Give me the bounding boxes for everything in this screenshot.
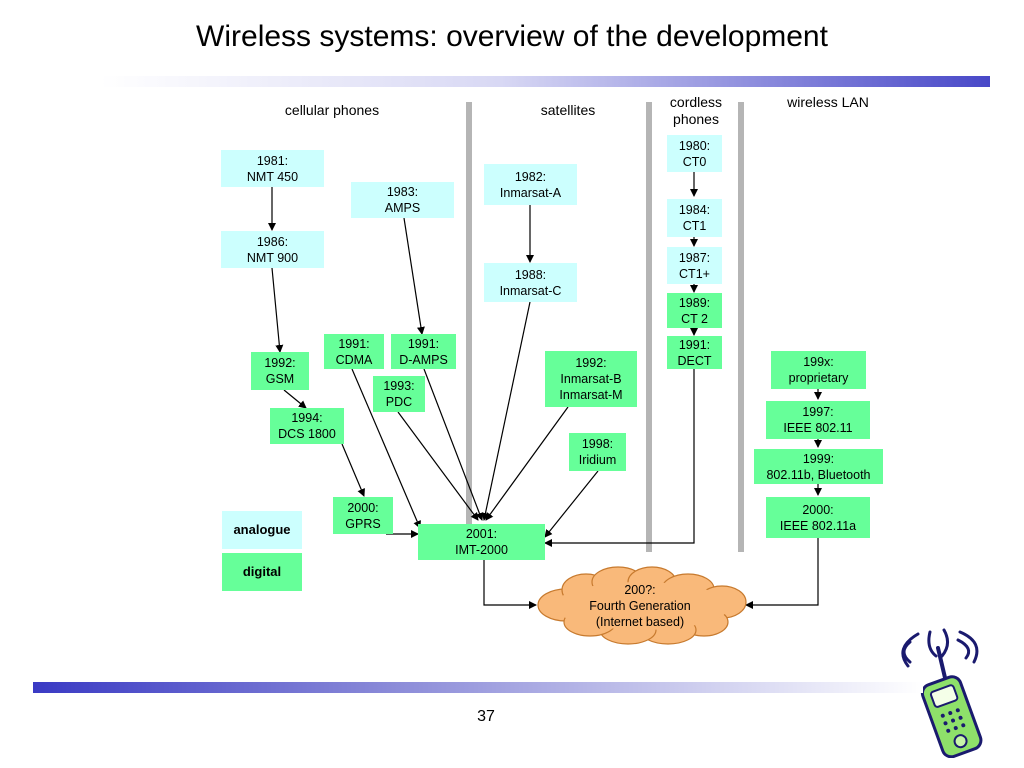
page-number: 37 <box>477 708 495 725</box>
arrow-iridium-imt2000 <box>544 470 599 538</box>
node-gsm: 1992: GSM <box>251 352 309 390</box>
node-ct2: 1989: CT 2 <box>667 293 722 328</box>
node-cdma: 1991: CDMA <box>324 334 384 369</box>
column-header-satellites: satellites <box>540 102 596 118</box>
node-bluetooth: 1999: 802.11b, Bluetooth <box>754 449 883 484</box>
arrow-inmarsat-bm-imt2000 <box>485 406 569 521</box>
arrow-amps-damps <box>403 217 425 335</box>
arrow-dcs1800-gprs <box>341 443 365 497</box>
slide-title: Wireless systems: overview of the develo… <box>196 20 828 53</box>
arrow-pdc-imt2000 <box>397 411 479 521</box>
node-inmarsat-bm: 1992: Inmarsat-B Inmarsat-M <box>545 351 637 407</box>
node-ct0: 1980: CT0 <box>667 135 722 172</box>
legend-digital: digital <box>222 553 302 591</box>
node-nmt900: 1986: NMT 900 <box>221 231 324 268</box>
fourth-generation-label: 200?: Fourth Generation (Internet based) <box>589 583 691 629</box>
column-divider <box>466 102 472 552</box>
arrow-nmt900-gsm <box>271 267 284 353</box>
node-dcs1800: 1994: DCS 1800 <box>270 408 344 444</box>
arrow-80211a-4g <box>745 538 819 609</box>
wireless-phone-icon <box>901 628 983 758</box>
column-header-cellular: cellular phones <box>284 102 380 118</box>
arrow-damps-imt2000 <box>423 368 484 521</box>
top-gradient-rule <box>100 76 990 87</box>
legend-analogue: analogue <box>222 511 302 549</box>
node-iridium: 1998: Iridium <box>569 433 626 471</box>
arrow-inmarsat-c-imt2000 <box>481 301 531 521</box>
node-nmt450: 1981: NMT 450 <box>221 150 324 187</box>
arrow-imt2000-4g <box>483 560 537 609</box>
bottom-gradient-rule <box>33 682 923 693</box>
column-header-wlan: wireless LAN <box>787 94 869 110</box>
column-header-cordless: cordless phones <box>669 94 723 127</box>
node-amps: 1983: AMPS <box>351 182 454 218</box>
node-ct1plus: 1987: CT1+ <box>667 247 722 284</box>
arrow-cdma-imt2000 <box>351 368 421 529</box>
node-inmarsat-c: 1988: Inmarsat-C <box>484 263 577 302</box>
node-imt2000: 2001: IMT-2000 <box>418 524 545 560</box>
node-ct1: 1984: CT1 <box>667 199 722 237</box>
node-ieee80211a: 2000: IEEE 802.11a <box>766 497 870 538</box>
node-proprietary: 199x: proprietary <box>771 351 866 389</box>
arrow-gsm-dcs1800 <box>283 389 307 409</box>
node-damps: 1991: D-AMPS <box>391 334 456 369</box>
node-ieee80211: 1997: IEEE 802.11 <box>766 401 870 439</box>
node-gprs: 2000: GPRS <box>333 497 393 534</box>
column-divider <box>738 102 744 552</box>
arrow-dect-imt2000 <box>544 369 695 547</box>
column-divider <box>646 102 652 552</box>
node-pdc: 1993: PDC <box>373 376 425 412</box>
node-inmarsat-a: 1982: Inmarsat-A <box>484 164 577 205</box>
node-dect: 1991: DECT <box>667 336 722 369</box>
